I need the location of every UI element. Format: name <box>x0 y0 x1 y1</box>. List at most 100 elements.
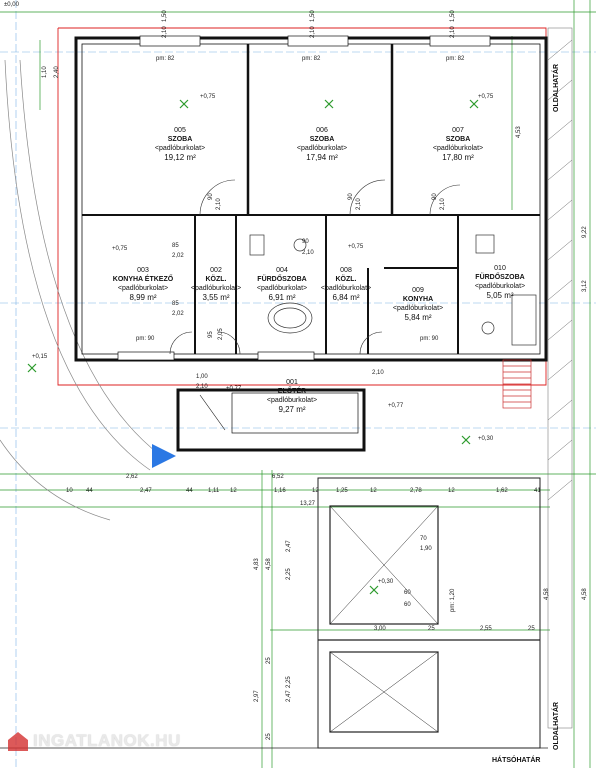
level-label: +0,75 <box>200 94 216 100</box>
svg-text:001: 001 <box>286 379 298 386</box>
svg-text:3,12: 3,12 <box>582 280 588 292</box>
svg-text:KONYHA ÉTKEZŐ: KONYHA ÉTKEZŐ <box>113 274 174 283</box>
top-dim: 2,10 <box>450 26 456 38</box>
svg-text:2,02: 2,02 <box>172 311 184 317</box>
svg-text:60: 60 <box>404 602 411 608</box>
svg-text:85: 85 <box>172 243 179 249</box>
level-label: +0,77 <box>388 403 404 409</box>
svg-text:2,10: 2,10 <box>302 250 314 256</box>
windows <box>117 35 491 361</box>
building-walls <box>74 36 548 362</box>
svg-text:1,10: 1,10 <box>42 66 48 78</box>
svg-text:1,00: 1,00 <box>196 374 208 380</box>
room-008: 008 KÖZL. <padlóburkolat> 6,84 m² <box>321 267 371 302</box>
svg-text:6,84 m²: 6,84 m² <box>332 293 359 302</box>
level-label: +0,75 <box>348 244 364 250</box>
svg-text:KÖZL.: KÖZL. <box>336 274 357 283</box>
svg-text:<padlóburkolat>: <padlóburkolat> <box>297 145 347 152</box>
svg-text:2,25: 2,25 <box>286 676 292 688</box>
svg-text:2,97: 2,97 <box>254 690 260 702</box>
small-dims: 85 2,02 85 2,02 90 2,10 95 2,05 90 2,10 … <box>136 193 446 608</box>
svg-text:SZOBA: SZOBA <box>168 136 193 143</box>
svg-text:2,10: 2,10 <box>440 198 446 210</box>
dim-label: 6,52 <box>272 474 284 480</box>
svg-text:1,62: 1,62 <box>496 488 508 494</box>
svg-text:4,58: 4,58 <box>582 588 588 600</box>
svg-text:FÜRDŐSZOBA: FÜRDŐSZOBA <box>475 272 524 281</box>
svg-text:2,10: 2,10 <box>356 198 362 210</box>
svg-text:KÖZL.: KÖZL. <box>206 274 227 283</box>
svg-text:2,47: 2,47 <box>286 540 292 552</box>
svg-text:10: 10 <box>66 488 73 494</box>
outbuilding <box>0 477 548 749</box>
svg-text:9,27 m²: 9,27 m² <box>278 405 305 414</box>
svg-text:1,25: 1,25 <box>336 488 348 494</box>
svg-text:KONYHA: KONYHA <box>403 296 433 303</box>
svg-text:12: 12 <box>230 488 237 494</box>
svg-text:008: 008 <box>340 267 352 274</box>
svg-text:25: 25 <box>528 626 535 632</box>
svg-text:2,10: 2,10 <box>216 198 222 210</box>
svg-text:3,00: 3,00 <box>374 626 386 632</box>
svg-text:12: 12 <box>448 488 455 494</box>
svg-text:4,58: 4,58 <box>266 558 272 570</box>
stairs <box>502 359 532 409</box>
svg-text:2,47: 2,47 <box>286 690 292 702</box>
room-001: 001 ELŐTÉR <padlóburkolat> 9,27 m² <box>267 379 317 414</box>
top-dim: 2,10 <box>162 26 168 38</box>
svg-text:90: 90 <box>208 193 214 200</box>
svg-text:6,91 m²: 6,91 m² <box>268 293 295 302</box>
svg-text:<padlóburkolat>: <padlóburkolat> <box>257 285 307 292</box>
svg-text:2,78: 2,78 <box>410 488 422 494</box>
room-002: 002 KÖZL. <padlóburkolat> 3,55 m² <box>191 267 241 302</box>
svg-text:1,16: 1,16 <box>274 488 286 494</box>
svg-text:SZOBA: SZOBA <box>310 136 335 143</box>
svg-text:9,22: 9,22 <box>582 226 588 238</box>
svg-text:<padlóburkolat>: <padlóburkolat> <box>118 285 168 292</box>
svg-text:009: 009 <box>412 287 424 294</box>
room-010: 010 FÜRDŐSZOBA <padlóburkolat> 5,05 m² <box>475 265 525 300</box>
window-mark: pm: 82 <box>302 56 321 62</box>
top-dim: 1,50 <box>450 10 456 22</box>
svg-text:17,94 m²: 17,94 m² <box>306 153 338 162</box>
dim-label: 2,62 <box>126 474 138 480</box>
svg-text:44: 44 <box>86 488 93 494</box>
room-005: 005 SZOBA <padlóburkolat> 19,12 m² <box>155 127 205 162</box>
level-label: +0,75 <box>112 246 128 252</box>
room-009: 009 KONYHA <padlóburkolat> 5,84 m² <box>393 287 443 322</box>
svg-text:12: 12 <box>370 488 377 494</box>
svg-text:3,55 m²: 3,55 m² <box>202 293 229 302</box>
level-label: +0,77 <box>226 386 242 392</box>
window-mark: pm: 82 <box>446 56 465 62</box>
svg-text:2,40: 2,40 <box>54 66 60 78</box>
svg-text:90: 90 <box>432 193 438 200</box>
svg-text:12: 12 <box>312 488 319 494</box>
svg-text:2,10: 2,10 <box>196 384 208 390</box>
svg-text:<padlóburkolat>: <padlóburkolat> <box>321 285 371 292</box>
svg-text:5,05 m²: 5,05 m² <box>486 291 513 300</box>
room-003: 003 KONYHA ÉTKEZŐ <padlóburkolat> 8,99 m… <box>113 267 174 302</box>
svg-text:<padlóburkolat>: <padlóburkolat> <box>475 283 525 290</box>
level-label: +0,75 <box>478 94 494 100</box>
top-dim: 1,50 <box>162 10 168 22</box>
svg-text:003: 003 <box>137 267 149 274</box>
dimension-row: 10 44 2,47 44 1,11 12 1,16 12 1,25 12 2,… <box>66 488 541 494</box>
oldalhatar-top-label: OLDALHATÁR <box>551 64 560 112</box>
dimension-row: 3,00 25 2,55 25 <box>374 626 535 632</box>
boundary-hatch <box>547 27 573 729</box>
svg-text:007: 007 <box>452 127 464 134</box>
dim-label: 13,27 <box>300 501 316 507</box>
svg-text:2,55: 2,55 <box>480 626 492 632</box>
house-logo-icon <box>8 732 28 751</box>
svg-text:90: 90 <box>302 239 309 245</box>
svg-text:41: 41 <box>534 488 541 494</box>
svg-text:85: 85 <box>172 301 179 307</box>
svg-text:<padlóburkolat>: <padlóburkolat> <box>393 305 443 312</box>
hatsohatar-label: HÁTSÓHATÁR <box>492 755 540 764</box>
svg-text:006: 006 <box>316 127 328 134</box>
door-swings <box>169 179 461 355</box>
svg-text:pm: 90: pm: 90 <box>420 336 439 342</box>
svg-text:005: 005 <box>174 127 186 134</box>
svg-text:2,02: 2,02 <box>172 253 184 259</box>
